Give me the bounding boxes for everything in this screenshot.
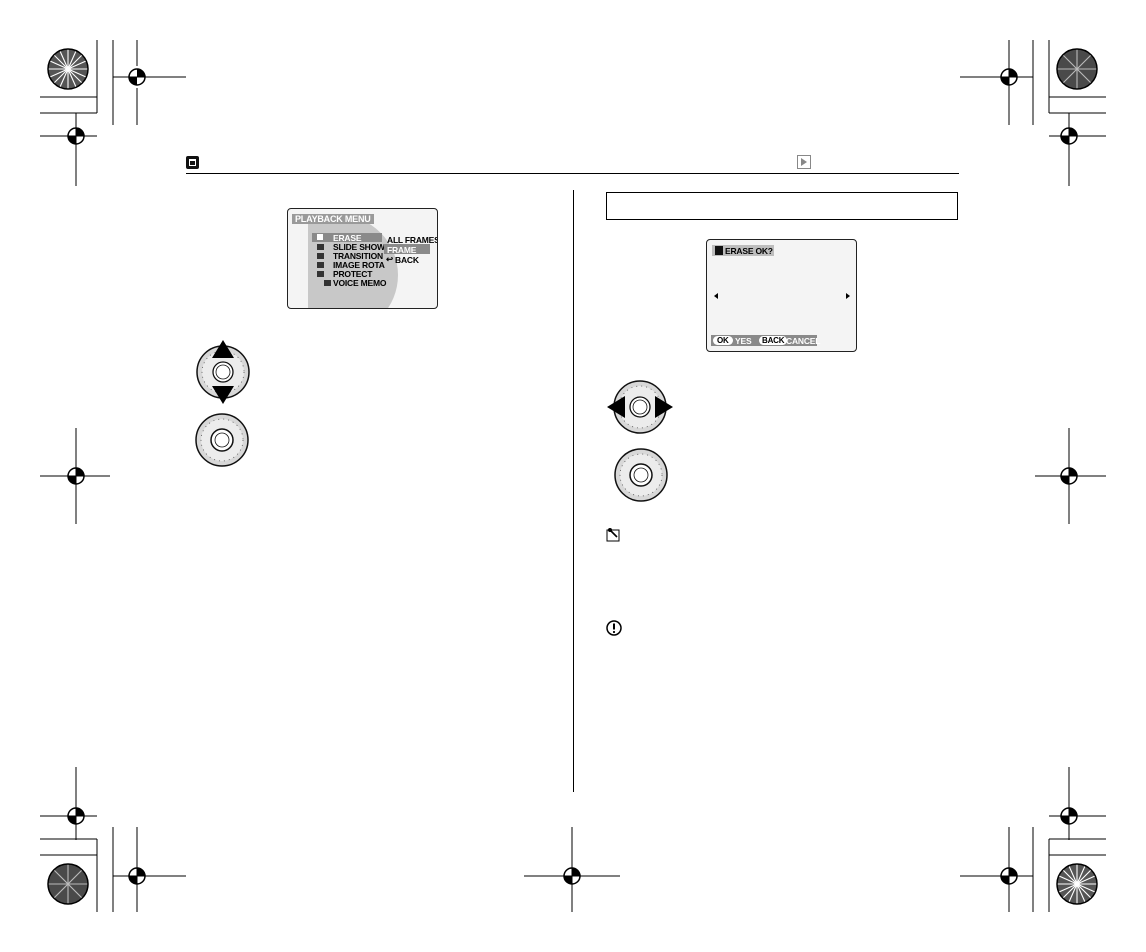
submenu-frame-highlight[interactable] — [384, 244, 430, 254]
menu-ok-dial-right[interactable] — [612, 446, 672, 506]
menu-item-transition[interactable]: TRANSITION — [333, 251, 383, 261]
menu-item-icon-erase — [317, 234, 323, 240]
color-wheel-top-left — [47, 48, 89, 90]
erase-title: ERASE OK? — [725, 246, 773, 256]
back-key[interactable]: BACK — [759, 336, 788, 345]
menu-item-icon-protect — [317, 271, 324, 277]
menu-item-icon-rotate — [317, 262, 324, 268]
section-heading-box — [606, 192, 958, 220]
playback-menu-screen: PLAYBACK MENU ERASE SLIDE SHOW TRANSITIO… — [287, 208, 438, 309]
menu-item-erase-label: ERASE — [333, 233, 362, 243]
menu-item-voice-memo[interactable]: VOICE MEMO — [333, 278, 387, 288]
ok-label: YES — [735, 336, 752, 346]
left-triangle-icon[interactable] — [714, 293, 718, 299]
playback-icon — [797, 155, 811, 169]
trash-icon — [186, 156, 199, 169]
submenu-all-frames[interactable]: ALL FRAMES — [387, 235, 438, 245]
menu-item-erase[interactable] — [312, 233, 382, 242]
menu-ok-dial-left[interactable] — [193, 411, 253, 471]
up-arrow-icon — [212, 340, 234, 358]
left-right-dial[interactable] — [606, 378, 674, 436]
left-arrow-icon — [607, 396, 625, 418]
down-arrow-icon — [212, 386, 234, 404]
menu-item-slideshow[interactable]: SLIDE SHOW — [333, 242, 385, 252]
column-divider — [573, 190, 574, 792]
caution-icon — [606, 620, 622, 636]
submenu-frame: FRAME — [387, 245, 417, 255]
color-wheel-bottom-left — [47, 863, 89, 905]
erase-confirm-screen: ERASE OK? OK YES BACK CANCEL — [706, 239, 857, 352]
menu-item-icon-voice — [324, 280, 331, 286]
up-down-dial[interactable] — [192, 338, 256, 406]
color-wheel-bottom-right — [1056, 863, 1098, 905]
ok-key[interactable]: OK — [713, 336, 733, 345]
memo-icon — [606, 528, 620, 542]
erase-title-bar — [712, 245, 774, 256]
submenu-back[interactable]: BACK — [395, 255, 419, 265]
color-wheel-top-right — [1056, 48, 1098, 90]
menu-item-icon-transition — [317, 253, 324, 259]
trash-icon — [715, 246, 723, 255]
menu-item-icon-slideshow — [317, 244, 324, 250]
header-rule — [186, 173, 959, 174]
right-triangle-icon[interactable] — [846, 293, 850, 299]
right-arrow-icon — [655, 396, 673, 418]
menu-item-image-rotate[interactable]: IMAGE ROTA — [333, 260, 385, 270]
back-arrow-icon: ↩ — [386, 254, 393, 264]
cancel-label: CANCEL — [786, 336, 821, 346]
menu-title: PLAYBACK MENU — [292, 214, 374, 224]
menu-item-protect[interactable]: PROTECT — [333, 269, 373, 279]
